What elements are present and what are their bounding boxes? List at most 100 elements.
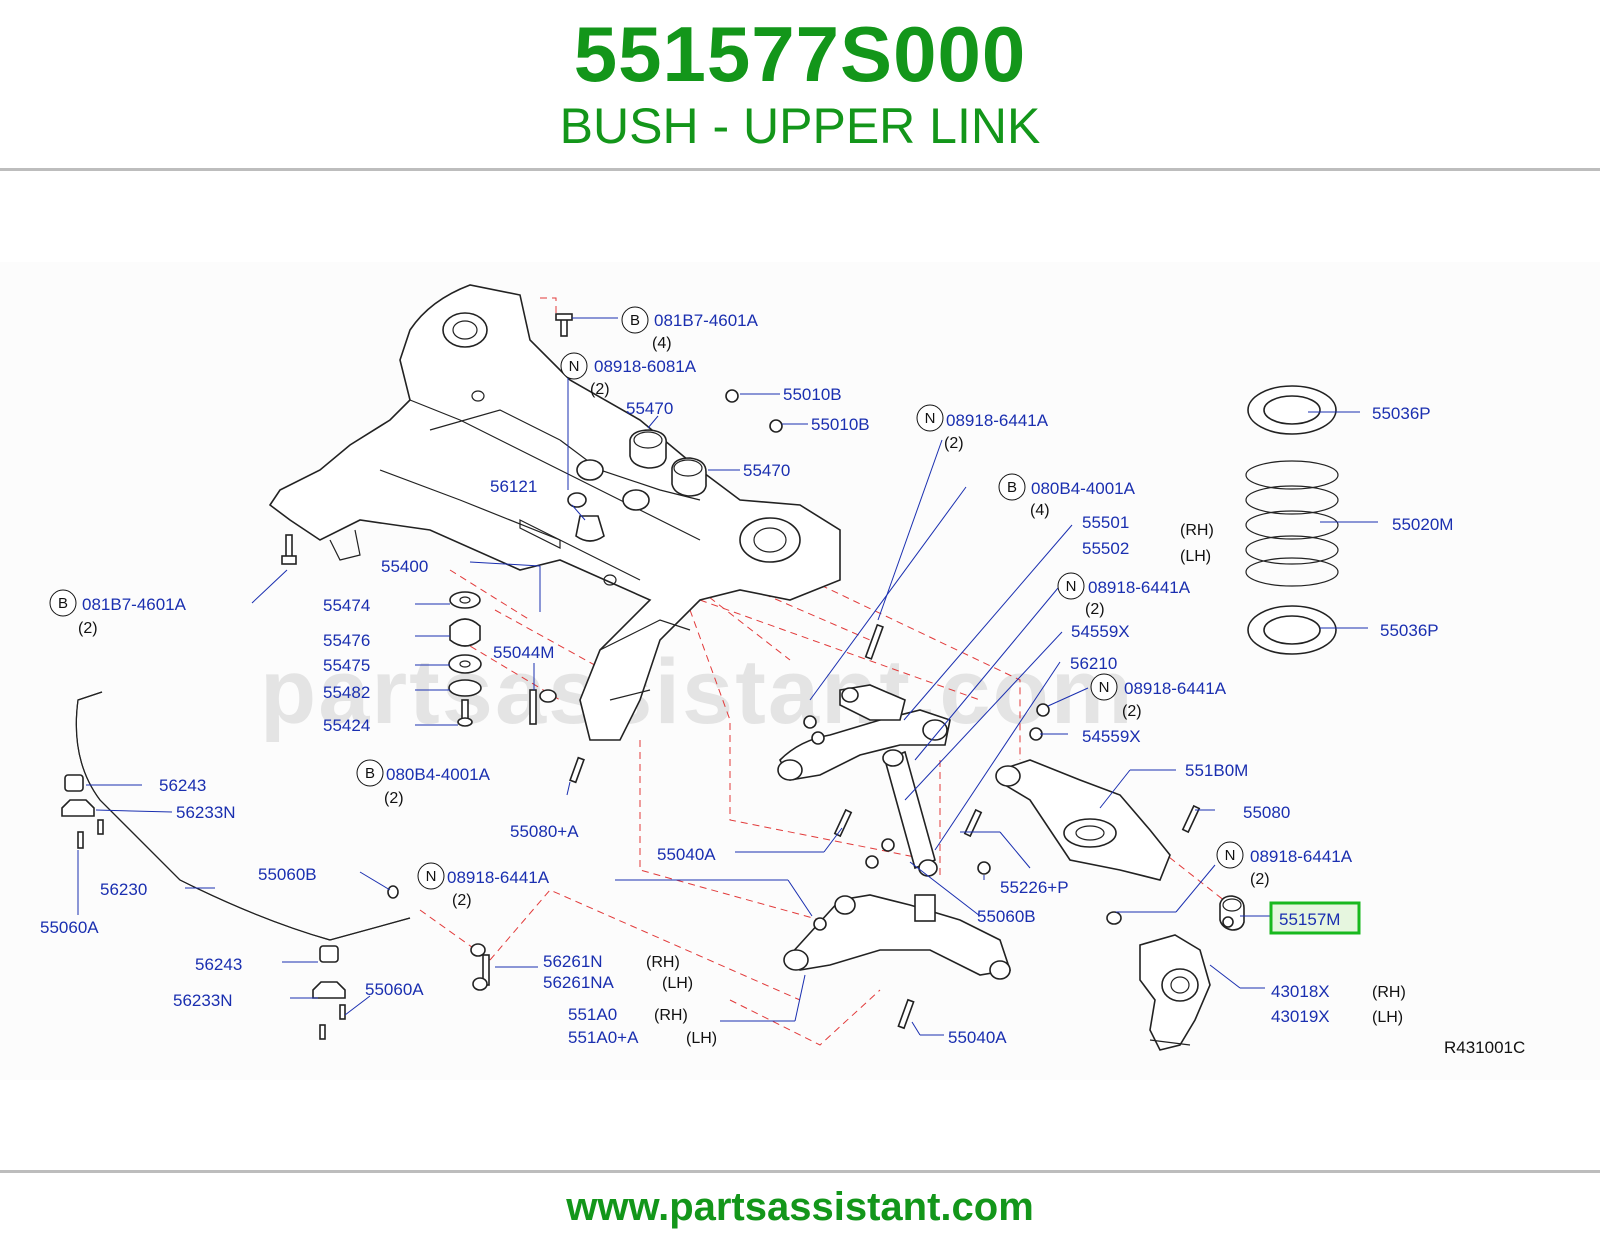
coil-spring-assembly — [1245, 385, 1339, 655]
badge-letter: B — [58, 595, 68, 612]
callout-label[interactable]: 56230 — [100, 880, 147, 899]
callout-label[interactable]: 54559X — [1071, 622, 1130, 641]
bolts — [281, 313, 1201, 1030]
callout-qty: (2) — [452, 892, 472, 909]
callout-label[interactable]: 55044M — [493, 643, 554, 662]
callout-side: (LH) — [662, 975, 693, 992]
callout-label[interactable]: 55040A — [948, 1028, 1007, 1047]
callout-label[interactable]: 55010B — [783, 385, 842, 404]
callout-label[interactable]: 55040A — [657, 845, 716, 864]
callout-label[interactable]: 55020M — [1392, 515, 1453, 534]
callout-label[interactable]: 551A0 — [568, 1005, 617, 1024]
callout-qty: (2) — [384, 790, 404, 807]
callout-label[interactable]: 55475 — [323, 656, 370, 675]
badge-letter: B — [365, 765, 375, 782]
callout-label[interactable]: 54559X — [1082, 727, 1141, 746]
callout-label[interactable]: 56121 — [490, 477, 537, 496]
callout-label[interactable]: 55474 — [323, 596, 370, 615]
badge-letter: N — [1099, 679, 1110, 696]
mount-bushing-stack — [448, 591, 482, 727]
callout-label[interactable]: 551B0M — [1185, 761, 1248, 780]
stabilizer-bar-56230 — [61, 691, 411, 1040]
callout-label[interactable]: 56233N — [176, 803, 236, 822]
callout-label[interactable]: 43019X — [1271, 1007, 1330, 1026]
callout-qty: (2) — [1122, 703, 1142, 720]
callout-label[interactable]: 56210 — [1070, 654, 1117, 673]
bushings-55470 — [629, 429, 707, 497]
callout-label[interactable]: 08918-6441A — [946, 411, 1049, 430]
callout-label[interactable]: 55501 — [1082, 513, 1129, 532]
callout-label[interactable]: 55476 — [323, 631, 370, 650]
bush-55157m — [1219, 895, 1245, 931]
callout-label[interactable]: 08918-6441A — [1124, 679, 1227, 698]
callout-label[interactable]: 43018X — [1271, 982, 1330, 1001]
badge-letter: N — [925, 410, 936, 427]
callout-label[interactable]: 08918-6081A — [594, 357, 697, 376]
callout-label[interactable]: 55060A — [365, 980, 424, 999]
callout-label[interactable]: 56261NA — [543, 973, 615, 992]
callout-qty: (2) — [1250, 871, 1270, 888]
watermark: partsassistant.com — [260, 641, 1135, 743]
callout-label[interactable]: 56233N — [173, 991, 233, 1010]
callout-label[interactable]: 081B7-4601A — [82, 595, 187, 614]
callout-label[interactable]: 55482 — [323, 683, 370, 702]
diagram-reference-code: R431001C — [1444, 1038, 1525, 1057]
callout-label[interactable]: 55080+A — [510, 822, 579, 841]
badge-letter: B — [630, 312, 640, 329]
callout-label[interactable]: 55400 — [381, 557, 428, 576]
lower-link-551a0 — [783, 894, 1012, 980]
callout-side: (LH) — [1180, 548, 1211, 565]
bump-stopper-56121 — [567, 492, 605, 542]
callout-badges: B N N B B N N B N N — [49, 306, 1244, 890]
callout-label[interactable]: 08918-6441A — [1250, 847, 1353, 866]
callout-label[interactable]: 55010B — [811, 415, 870, 434]
badge-letter: B — [1007, 479, 1017, 496]
callout-label[interactable]: 55080 — [1243, 803, 1290, 822]
callout-label[interactable]: 56243 — [159, 776, 206, 795]
callout-side: (RH) — [1180, 522, 1214, 539]
callout-side: (RH) — [654, 1007, 688, 1024]
leader-lines — [77, 317, 1378, 1036]
parts-diagram: B N N B B N N B N N 081B7-4601A (4) 0891… — [40, 284, 1525, 1057]
callout-qty: (2) — [944, 435, 964, 452]
callout-label[interactable]: 56261N — [543, 952, 603, 971]
callout-label[interactable]: 55502 — [1082, 539, 1129, 558]
header-divider — [0, 168, 1600, 171]
callout-side: (LH) — [686, 1030, 717, 1047]
callout-label[interactable]: 55470 — [626, 399, 673, 418]
callout-qty: (2) — [1085, 601, 1105, 618]
upper-link-55501 — [777, 684, 951, 781]
callout-label[interactable]: 56243 — [195, 955, 242, 974]
callout-label[interactable]: 55060B — [258, 865, 317, 884]
connecting-rod-56261n — [470, 943, 490, 991]
callout-qty: (2) — [78, 620, 98, 637]
badge-letter: N — [1066, 578, 1077, 595]
callout-side: (LH) — [1372, 1009, 1403, 1026]
part-description: BUSH - UPPER LINK — [559, 98, 1041, 154]
shock-absorber-56210 — [865, 749, 938, 877]
callout-label[interactable]: 55226+P — [1000, 878, 1069, 897]
badge-letter: N — [1225, 847, 1236, 864]
callout-label[interactable]: 08918-6441A — [447, 868, 550, 887]
highlighted-part-box[interactable] — [1269, 901, 1361, 935]
callout-label[interactable]: 551A0+A — [568, 1028, 639, 1047]
footer-url[interactable]: www.partsassistant.com — [566, 1185, 1034, 1229]
callout-labels: 081B7-4601A (4) 08918-6081A (2) 55010B 5… — [40, 311, 1525, 1057]
callout-label[interactable]: 080B4-4001A — [386, 765, 491, 784]
callout-label[interactable]: 55060A — [40, 918, 99, 937]
callout-label[interactable]: 08918-6441A — [1088, 578, 1191, 597]
knuckle-43018x — [1139, 934, 1211, 1051]
callout-label[interactable]: 55424 — [323, 716, 370, 735]
footer-divider — [0, 1170, 1600, 1173]
callout-label[interactable]: 55060B — [977, 907, 1036, 926]
callout-label[interactable]: 080B4-4001A — [1031, 479, 1136, 498]
part-number-title: 551577S000 — [573, 10, 1027, 98]
callout-label[interactable]: 081B7-4601A — [654, 311, 759, 330]
callout-label[interactable]: 55036P — [1372, 404, 1431, 423]
callout-label[interactable]: 55036P — [1380, 621, 1439, 640]
callout-side: (RH) — [1372, 984, 1406, 1001]
badge-letter: N — [426, 868, 437, 885]
callout-label[interactable]: 55470 — [743, 461, 790, 480]
highlighted-part-label[interactable]: 55157M — [1279, 910, 1340, 929]
badge-letter: N — [569, 358, 580, 375]
